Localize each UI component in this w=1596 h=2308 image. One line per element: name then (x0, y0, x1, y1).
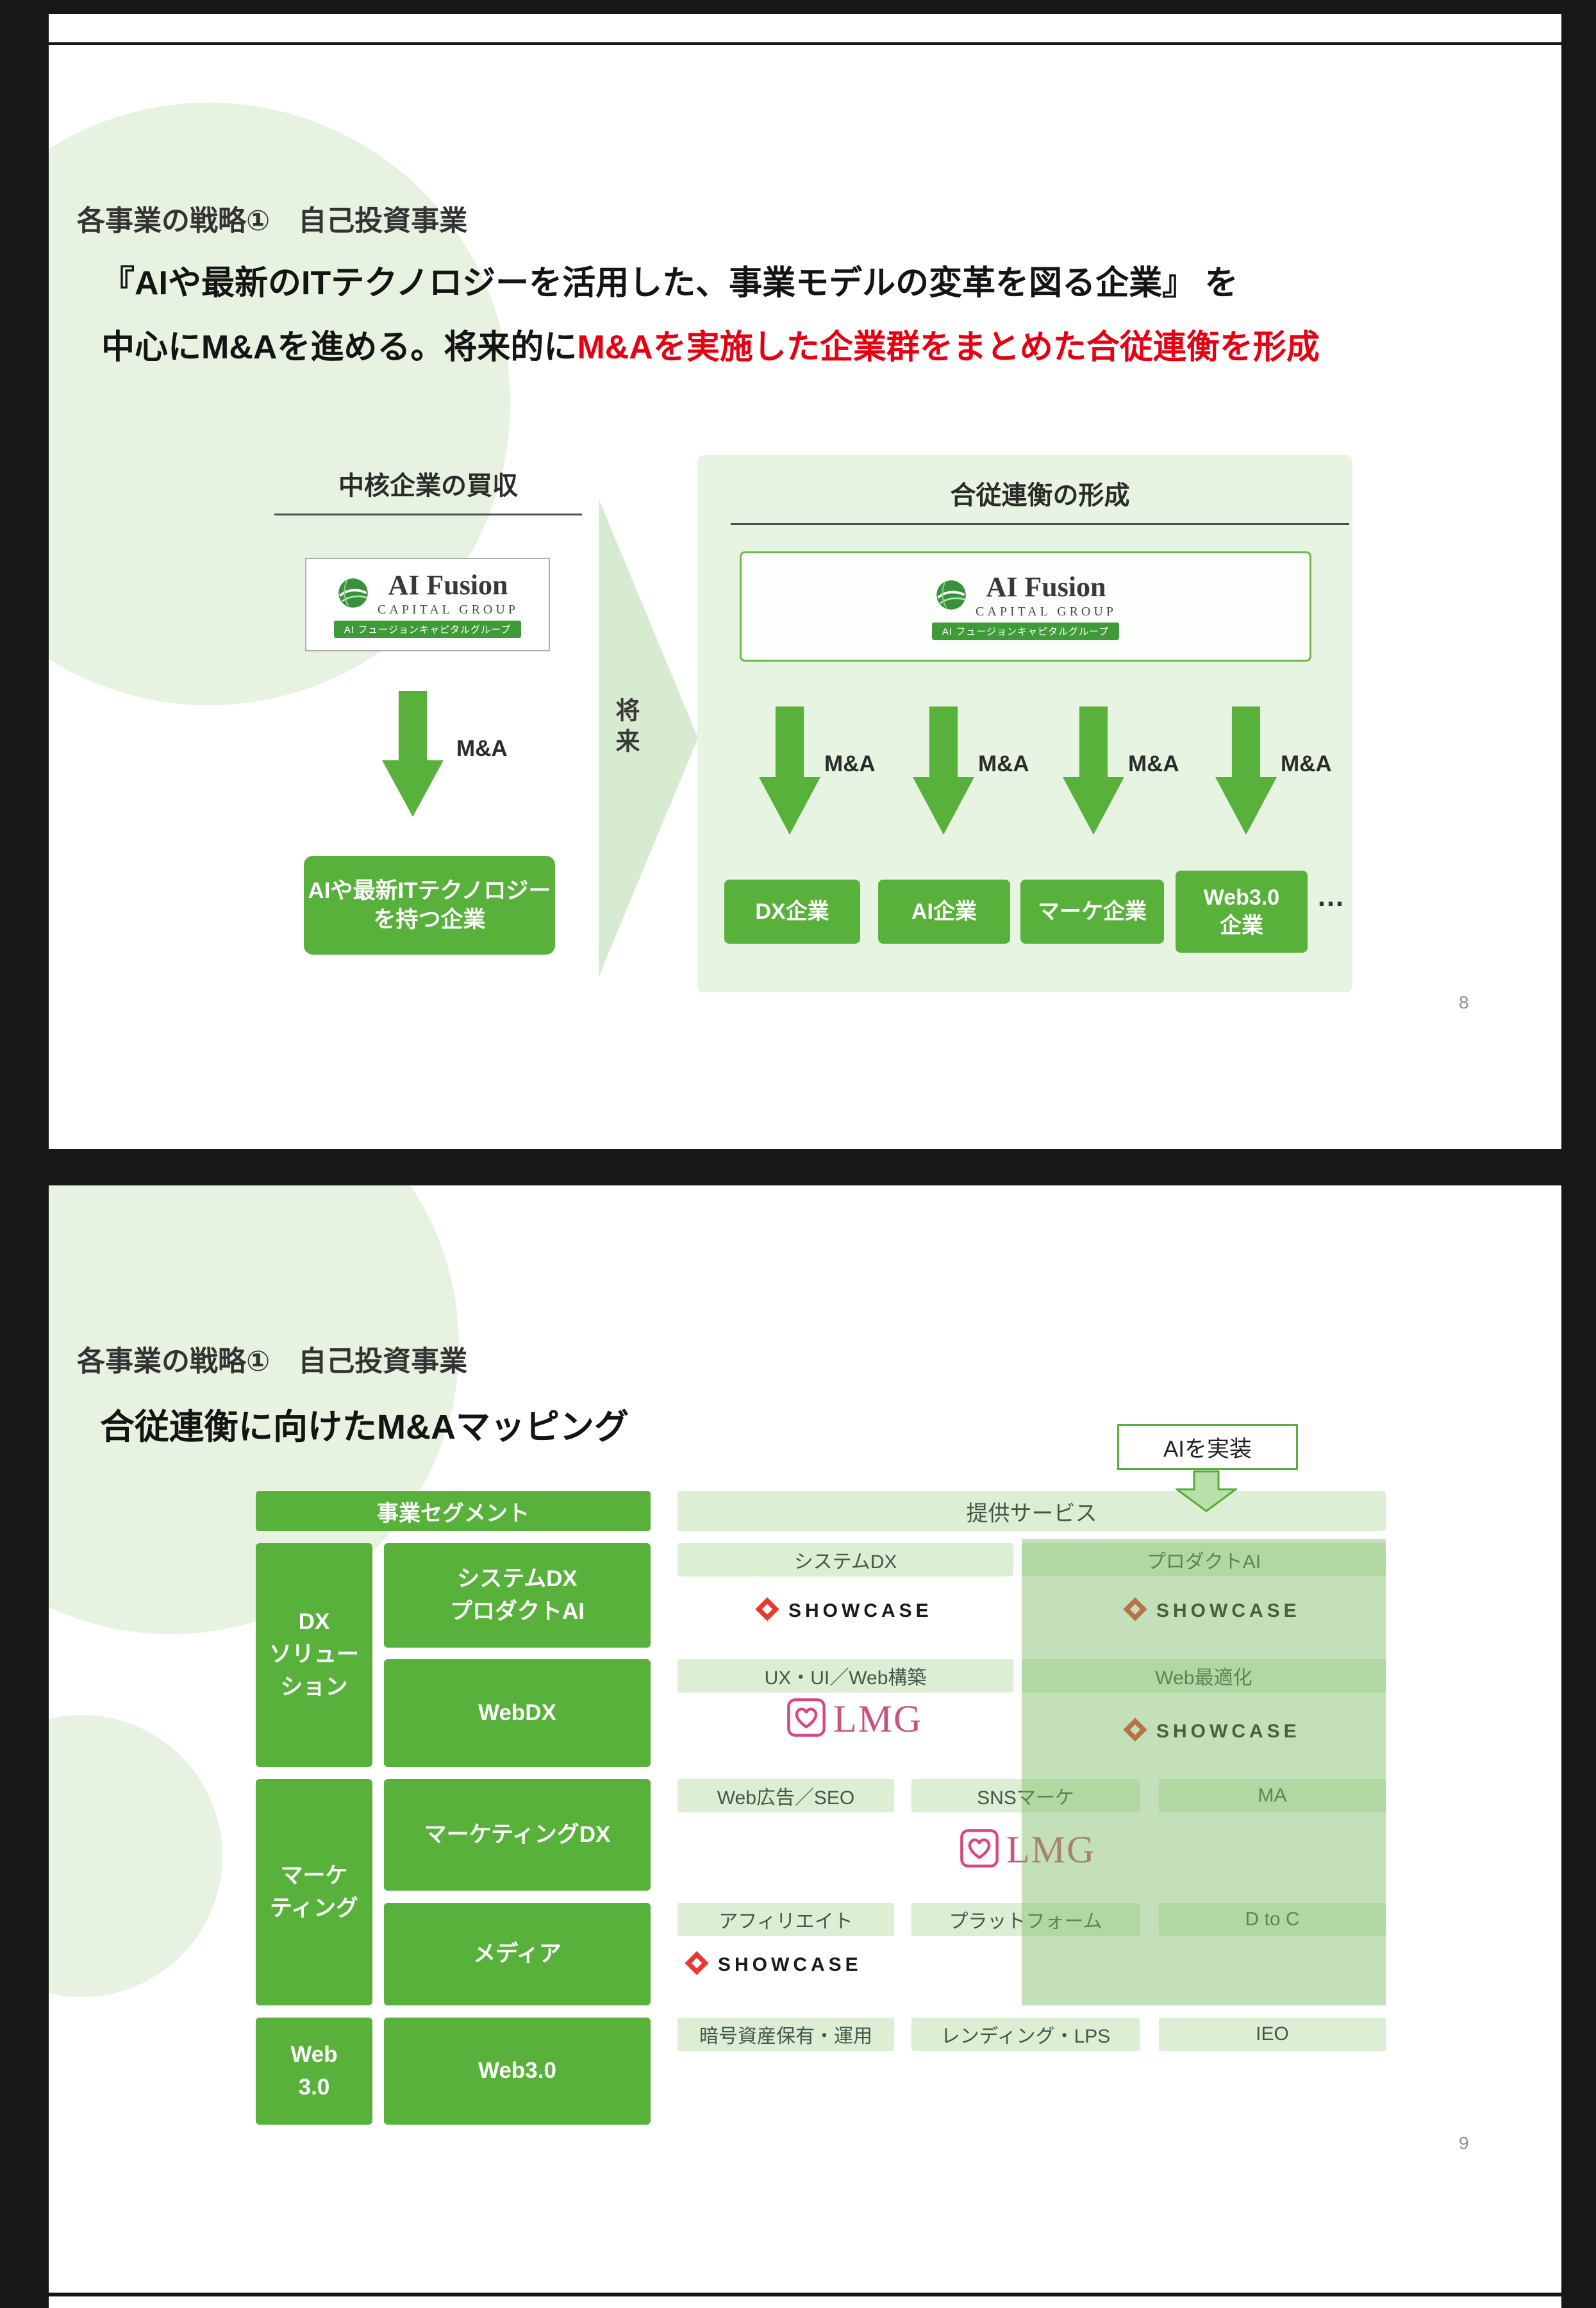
aifusion-logo: AI Fusion CAPITAL GROUP AI フュージョンキャピタルグル… (931, 573, 1120, 640)
subsegment-webdx: WebDX (384, 1659, 651, 1767)
aifusion-names: AI Fusion CAPITAL GROUP (378, 571, 519, 617)
aifusion-tagline: AI フュージョンキャピタルグループ (931, 623, 1120, 640)
decorative-circle (49, 1715, 222, 1997)
lmg-logo: LMG (786, 1697, 922, 1741)
aifusion-logo-frame: AI Fusion CAPITAL GROUP AI フュージョンキャピタルグル… (740, 551, 1311, 662)
page-number: 9 (1459, 2133, 1469, 2153)
service-label-affiliate: アフィリエイト (677, 1903, 894, 1936)
headline-line2: 中心にM&Aを進める。将来的にM&Aを実施した企業群をまとめた合従連衡を形成 (101, 315, 1320, 380)
more-companies-ellipsis: … (1317, 881, 1345, 912)
company-box-marketing: マーケ企業 (1020, 880, 1164, 944)
slide-title: 各事業の戦略① 自己投資事業 (77, 205, 468, 237)
showcase-icon (683, 1950, 710, 1980)
ai-implemented-badge: AIを実装 (1117, 1424, 1298, 1470)
showcase-icon (1122, 1596, 1149, 1626)
page-number: 8 (1459, 992, 1469, 1012)
showcase-wordmark: SHOWCASE (1156, 1720, 1301, 1742)
service-label-ux-ui-web: UX・UI／Web構築 (677, 1659, 1013, 1693)
ma-label-2: M&A (978, 751, 1029, 776)
subtitle: 合従連衡に向けたM&Aマッピング (100, 1408, 629, 1446)
slide-page-9: 各事業の戦略① 自己投資事業 合従連衡に向けたM&Aマッピング AIを実装 事業… (49, 1185, 1561, 2293)
segment-web3: Web 3.0 (256, 2018, 372, 2125)
showcase-logo: SHOWCASE (1122, 1716, 1301, 1746)
aifusion-logo-row: AI Fusion CAPITAL GROUP (337, 571, 519, 617)
headline-line2-black: 中心にM&Aを進める。将来的に (101, 329, 578, 366)
subsegment-marketing-dx: マーケティングDX (384, 1779, 651, 1891)
showcase-logo: SHOWCASE (1122, 1596, 1301, 1626)
formation-container: 合従連衡の形成 AI Fusion CAPITAL GROUP AI フュージョ… (697, 455, 1352, 992)
badge-down-arrow-icon (1174, 1470, 1239, 1516)
previous-slide-edge (49, 14, 1561, 42)
subsegment-web3: Web3.0 (384, 2018, 651, 2125)
headline-line1: 『AIや最新のITテクノロジーを活用した、事業モデルの変革を図る企業』 を (101, 265, 1238, 302)
service-column-header: 提供サービス (677, 1491, 1386, 1531)
aifusion-logo-card: AI Fusion CAPITAL GROUP AI フュージョンキャピタルグル… (305, 558, 550, 651)
slide-page-8: 各事業の戦略① 自己投資事業 『AIや最新のITテクノロジーを活用した、事業モデ… (49, 45, 1561, 1149)
service-label-d-to-c: D to C (1159, 1903, 1386, 1936)
service-label-sns-marketing: SNSマーケ (911, 1779, 1140, 1812)
segment-marketing: マーケ ティング (256, 1779, 372, 2005)
subsegment-media: メディア (384, 1903, 651, 2005)
aifusion-tagline: AI フュージョンキャピタルグループ (333, 621, 522, 638)
future-label: 将来 (611, 698, 638, 759)
ma-label-left: M&A (456, 736, 508, 761)
ma-arrow-left (382, 691, 444, 817)
showcase-icon (754, 1596, 781, 1626)
service-label-ma: MA (1159, 1779, 1386, 1812)
lmg-wordmark: LMG (833, 1698, 923, 1740)
service-label-web-optimization: Web最適化 (1022, 1659, 1386, 1693)
showcase-icon (1122, 1716, 1149, 1746)
showcase-wordmark: SHOWCASE (718, 1953, 862, 1975)
lmg-logo: LMG (959, 1828, 1095, 1872)
aifusion-logo-row: AI Fusion CAPITAL GROUP (935, 573, 1117, 619)
service-label-web-ads-seo: Web広告／SEO (677, 1779, 894, 1812)
service-label-lending-lps: レンディング・LPS (911, 2018, 1140, 2051)
service-label-ieo: IEO (1159, 2018, 1386, 2051)
subsegment-system-dx: システムDX プロダクトAI (384, 1543, 651, 1648)
aifusion-name: AI Fusion (986, 571, 1106, 603)
aifusion-globe-icon (337, 576, 370, 613)
aifusion-name: AI Fusion (388, 569, 508, 601)
headline-line2-red: M&Aを実施した企業群をまとめた合従連衡を形成 (577, 329, 1320, 366)
ma-label-3: M&A (1128, 751, 1179, 776)
service-label-crypto-holding: 暗号資産保有・運用 (677, 2018, 894, 2051)
segment-column-header: 事業セグメント (256, 1491, 651, 1531)
headline: 『AIや最新のITテクノロジーを活用した、事業モデルの変革を図る企業』 を 中心… (101, 251, 1320, 380)
target-company-box: AIや最新ITテクノロジー を持つ企業 (304, 856, 555, 955)
aifusion-names: AI Fusion CAPITAL GROUP (976, 573, 1117, 619)
lmg-wordmark: LMG (1006, 1828, 1096, 1871)
service-label-system-dx: システムDX (677, 1543, 1013, 1576)
ma-arrow-2 (913, 707, 974, 835)
segment-dx-solution: DX ソリュー ション (256, 1543, 372, 1767)
ma-arrow-1 (759, 707, 820, 835)
lmg-heart-icon (959, 1828, 1000, 1872)
right-column-header: 合従連衡の形成 (731, 474, 1349, 525)
company-box-ai: AI企業 (878, 880, 1010, 944)
slide-title: 各事業の戦略① 自己投資事業 (77, 1346, 468, 1377)
showcase-logo: SHOWCASE (683, 1950, 862, 1980)
showcase-logo: SHOWCASE (754, 1596, 933, 1626)
ma-arrow-4 (1215, 707, 1277, 835)
lmg-heart-icon (786, 1697, 827, 1741)
ma-arrow-3 (1063, 707, 1124, 835)
showcase-wordmark: SHOWCASE (1156, 1600, 1301, 1621)
left-column-header: 中核企業の買収 (274, 465, 582, 515)
service-label-product-ai: プロダクトAI (1022, 1543, 1386, 1576)
company-box-web3: Web3.0 企業 (1176, 871, 1308, 953)
service-label-platform: プラットフォーム (911, 1903, 1140, 1936)
showcase-wordmark: SHOWCASE (788, 1600, 933, 1621)
aifusion-subname: CAPITAL GROUP (976, 605, 1117, 619)
ma-label-1: M&A (824, 751, 876, 776)
ma-label-4: M&A (1281, 751, 1332, 776)
aifusion-logo: AI Fusion CAPITAL GROUP AI フュージョンキャピタルグル… (333, 571, 522, 638)
aifusion-subname: CAPITAL GROUP (378, 603, 519, 617)
next-slide-edge (49, 2296, 1561, 2308)
aifusion-globe-icon (935, 578, 968, 615)
company-box-dx: DX企業 (724, 880, 860, 944)
